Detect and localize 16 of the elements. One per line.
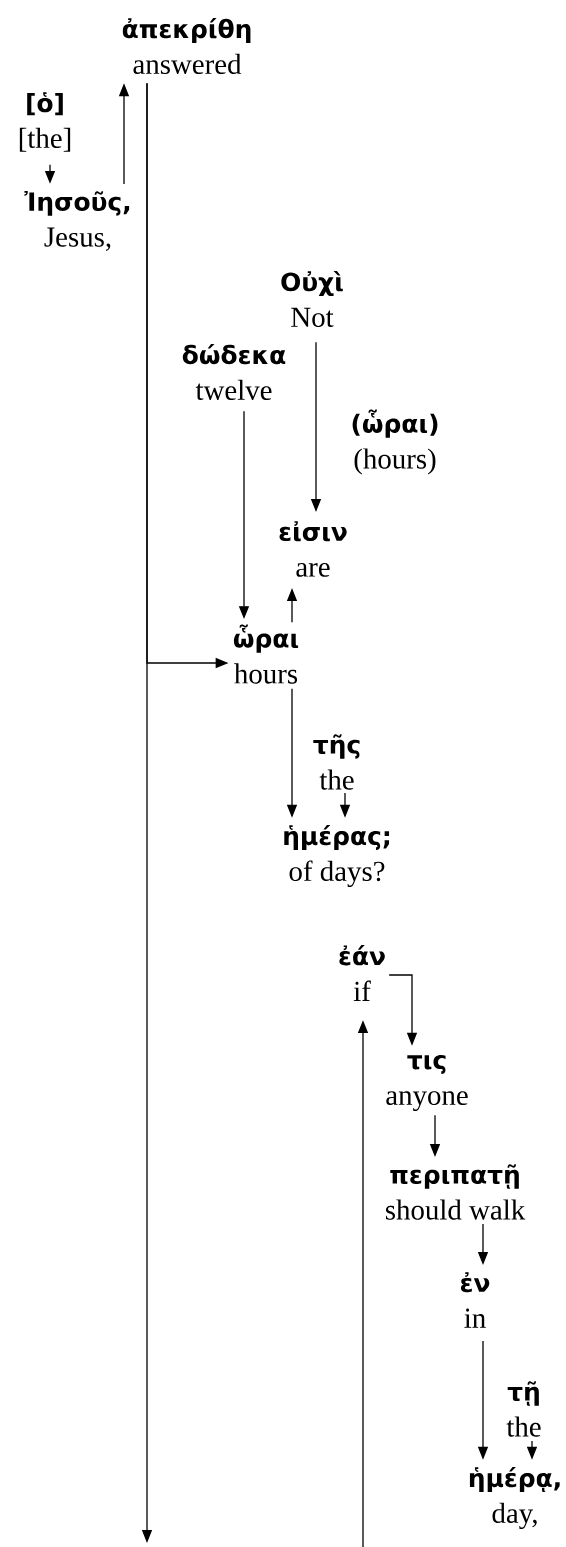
interlinear-word: Οὐχὶ Not bbox=[281, 271, 343, 328]
interlinear-word: εἰσιν are bbox=[279, 521, 347, 577]
interlinear-word: δώδεκα twelve bbox=[182, 344, 286, 401]
interlinear-word: (ὧραι) (hours) bbox=[352, 409, 438, 475]
interlinear-word: ἡμέρᾳ, day, bbox=[469, 1467, 560, 1529]
interlinear-word: τῆς the bbox=[313, 734, 360, 790]
interlinear-word: ἐν in bbox=[460, 1272, 490, 1328]
interlinear-word: ἀπεκρίθη answered bbox=[122, 18, 251, 75]
interlinear-word: τις anyone bbox=[386, 1055, 468, 1112]
interlinear-word: περιπατῇ should walk bbox=[385, 1164, 526, 1220]
interlinear-word: Ἰησοῦς, Jesus, bbox=[24, 191, 130, 251]
interlinear-word: ὧραι hours bbox=[233, 624, 299, 684]
interlinear-word: ἡμέρας; of days? bbox=[284, 825, 390, 887]
interlinear-word: τῇ the bbox=[506, 1381, 541, 1437]
interlinear-word: [ὁ] [the] bbox=[19, 92, 71, 152]
interlinear-word: ἐάν if bbox=[339, 945, 385, 1001]
